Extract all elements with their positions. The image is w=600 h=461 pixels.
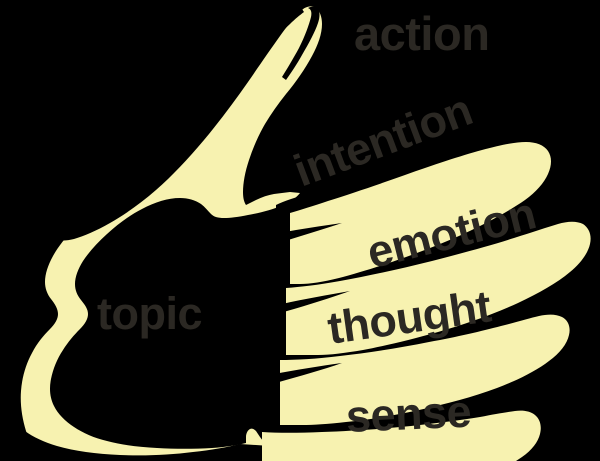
hand-background-mask-top-left [0,0,300,241]
finger-index-path [290,142,551,284]
finger-gap-2 [229,291,350,324]
label-sense: sense [344,385,473,442]
finger-gap-index-middle [276,179,368,214]
label-action: action [354,7,490,60]
thumb-nail-crescent [244,9,304,72]
finger-ring-path [280,314,570,425]
hand-background-mask-left [0,200,73,461]
finger-little-path [262,410,541,461]
finger-gap-1 [232,223,342,253]
finger-gap-3 [221,363,342,394]
finger-middle-path [286,221,591,355]
label-topic: topic [97,288,203,339]
thumb-crease-line [282,6,320,80]
